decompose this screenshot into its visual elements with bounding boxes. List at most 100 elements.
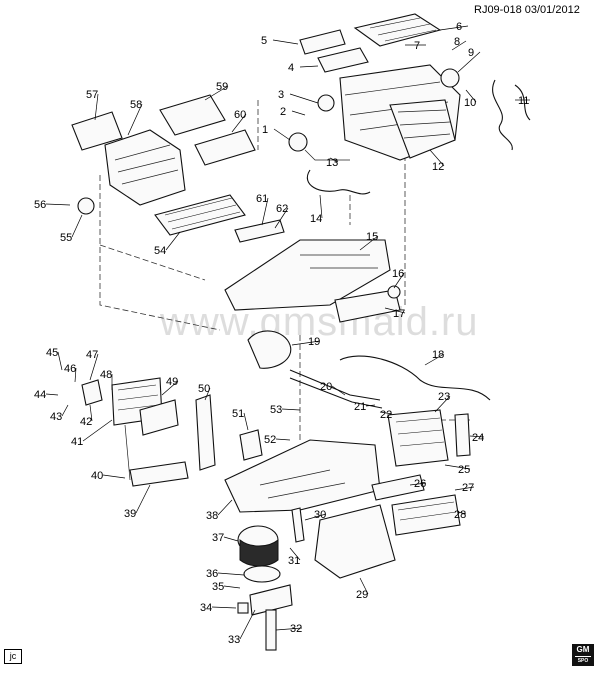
callout-leader-23 bbox=[434, 395, 451, 413]
callout-leader-14 bbox=[319, 194, 323, 219]
callout-label-56: 56 bbox=[34, 199, 46, 211]
callout-leader-25 bbox=[444, 464, 471, 470]
duct-19 bbox=[247, 330, 292, 369]
callout-leader-51 bbox=[243, 412, 249, 431]
callout-leader-3 bbox=[289, 93, 319, 104]
callout-label-61: 61 bbox=[256, 193, 268, 205]
callout-label-3: 3 bbox=[278, 89, 284, 101]
heater-core-23-fins bbox=[395, 417, 445, 447]
watermark-text: www.gmsmaid.ru bbox=[160, 300, 479, 344]
callout-label-47: 47 bbox=[86, 349, 98, 361]
callout-leader-40 bbox=[102, 474, 126, 479]
seal-24 bbox=[454, 413, 471, 457]
callout-leader-5 bbox=[272, 39, 299, 45]
callout-leader-60 bbox=[231, 113, 247, 133]
door-actuator-5 bbox=[299, 29, 346, 55]
corner-tag: jc bbox=[4, 649, 22, 664]
callout-leader-62 bbox=[274, 207, 289, 229]
callout-label-27: 27 bbox=[462, 482, 474, 494]
callout-leader-41 bbox=[82, 419, 113, 442]
heater-28-grid bbox=[397, 501, 457, 521]
callout-label-24: 24 bbox=[472, 432, 484, 444]
callout-leader-52 bbox=[275, 438, 291, 441]
callout-label-4: 4 bbox=[288, 62, 294, 74]
callout-label-15: 15 bbox=[366, 231, 378, 243]
gm-logo: GM SPO bbox=[572, 644, 594, 666]
callout-label-25: 25 bbox=[458, 464, 470, 476]
link-30 bbox=[291, 507, 305, 543]
callout-leader-36 bbox=[217, 572, 245, 576]
harness-11b bbox=[514, 84, 531, 121]
callout-label-53: 53 bbox=[270, 404, 282, 416]
blower-motor-37 bbox=[237, 525, 279, 567]
motor-mount-36 bbox=[243, 565, 281, 583]
lower-case-38 bbox=[224, 439, 381, 513]
callout-leader-2 bbox=[291, 110, 306, 116]
callout-leader-29 bbox=[359, 577, 369, 595]
callout-label-7: 7 bbox=[414, 40, 420, 52]
callout-leader-17 bbox=[384, 307, 406, 314]
callout-leader-20 bbox=[331, 385, 346, 396]
callout-label-21: 21 bbox=[354, 401, 366, 413]
heater-core-23 bbox=[387, 409, 449, 467]
callout-label-45: 45 bbox=[46, 347, 58, 359]
gm-logo-subtext: SPO bbox=[575, 656, 591, 665]
callout-label-11: 11 bbox=[518, 95, 529, 107]
callout-leader-15 bbox=[359, 235, 379, 251]
case-29 bbox=[314, 504, 396, 579]
callout-label-18: 18 bbox=[432, 349, 444, 361]
duct-60 bbox=[194, 129, 256, 166]
callout-leader-33 bbox=[239, 609, 256, 640]
callout-leader-30 bbox=[304, 513, 327, 521]
callout-label-30: 30 bbox=[314, 509, 326, 521]
callout-label-8: 8 bbox=[454, 36, 460, 48]
callout-leader-16 bbox=[393, 272, 405, 289]
middle-case-15 bbox=[224, 239, 391, 311]
link-rod-13 bbox=[304, 149, 350, 161]
seal-39 bbox=[129, 461, 189, 487]
callout-label-49: 49 bbox=[166, 376, 178, 388]
callout-leader-34 bbox=[211, 606, 237, 609]
duct-59 bbox=[159, 94, 226, 136]
callout-leader-49 bbox=[161, 380, 179, 396]
callout-leader-43 bbox=[61, 404, 69, 417]
actuator-51 bbox=[239, 429, 263, 461]
callout-label-34: 34 bbox=[200, 602, 212, 614]
callout-label-22: 22 bbox=[380, 409, 392, 421]
sensor-16 bbox=[387, 285, 401, 299]
callout-label-50: 50 bbox=[198, 383, 210, 395]
callout-leader-13 bbox=[329, 157, 339, 163]
callout-leader-45 bbox=[57, 351, 63, 371]
callout-label-62: 62 bbox=[276, 203, 288, 215]
callout-label-40: 40 bbox=[91, 470, 103, 482]
callout-label-35: 35 bbox=[212, 581, 224, 593]
callout-leader-50 bbox=[204, 387, 211, 401]
actuator-9 bbox=[440, 68, 460, 88]
harness-11 bbox=[492, 79, 513, 151]
callout-leader-21 bbox=[365, 404, 376, 407]
callout-label-29: 29 bbox=[356, 589, 368, 601]
callout-label-42: 42 bbox=[80, 416, 92, 428]
callout-label-9: 9 bbox=[468, 47, 474, 59]
callout-leader-57 bbox=[94, 93, 99, 121]
bracket-33 bbox=[249, 584, 293, 616]
filter-54-grid bbox=[164, 197, 241, 230]
callout-label-44: 44 bbox=[34, 389, 46, 401]
seal-50 bbox=[195, 394, 216, 471]
callout-leader-18 bbox=[424, 353, 445, 366]
callout-leader-61 bbox=[261, 197, 269, 226]
callout-leader-46 bbox=[74, 367, 77, 383]
callout-label-5: 5 bbox=[261, 35, 267, 47]
callout-leader-4 bbox=[299, 65, 319, 68]
callout-leader-8 bbox=[451, 40, 467, 51]
pipes-20 bbox=[289, 369, 383, 409]
callout-leader-56 bbox=[45, 203, 71, 206]
callout-label-59: 59 bbox=[216, 81, 228, 93]
actuator-55 bbox=[77, 197, 95, 215]
case-assembly-58 bbox=[104, 129, 186, 206]
callout-label-38: 38 bbox=[206, 510, 218, 522]
callout-label-13: 13 bbox=[326, 157, 338, 169]
callout-label-41: 41 bbox=[71, 436, 83, 448]
